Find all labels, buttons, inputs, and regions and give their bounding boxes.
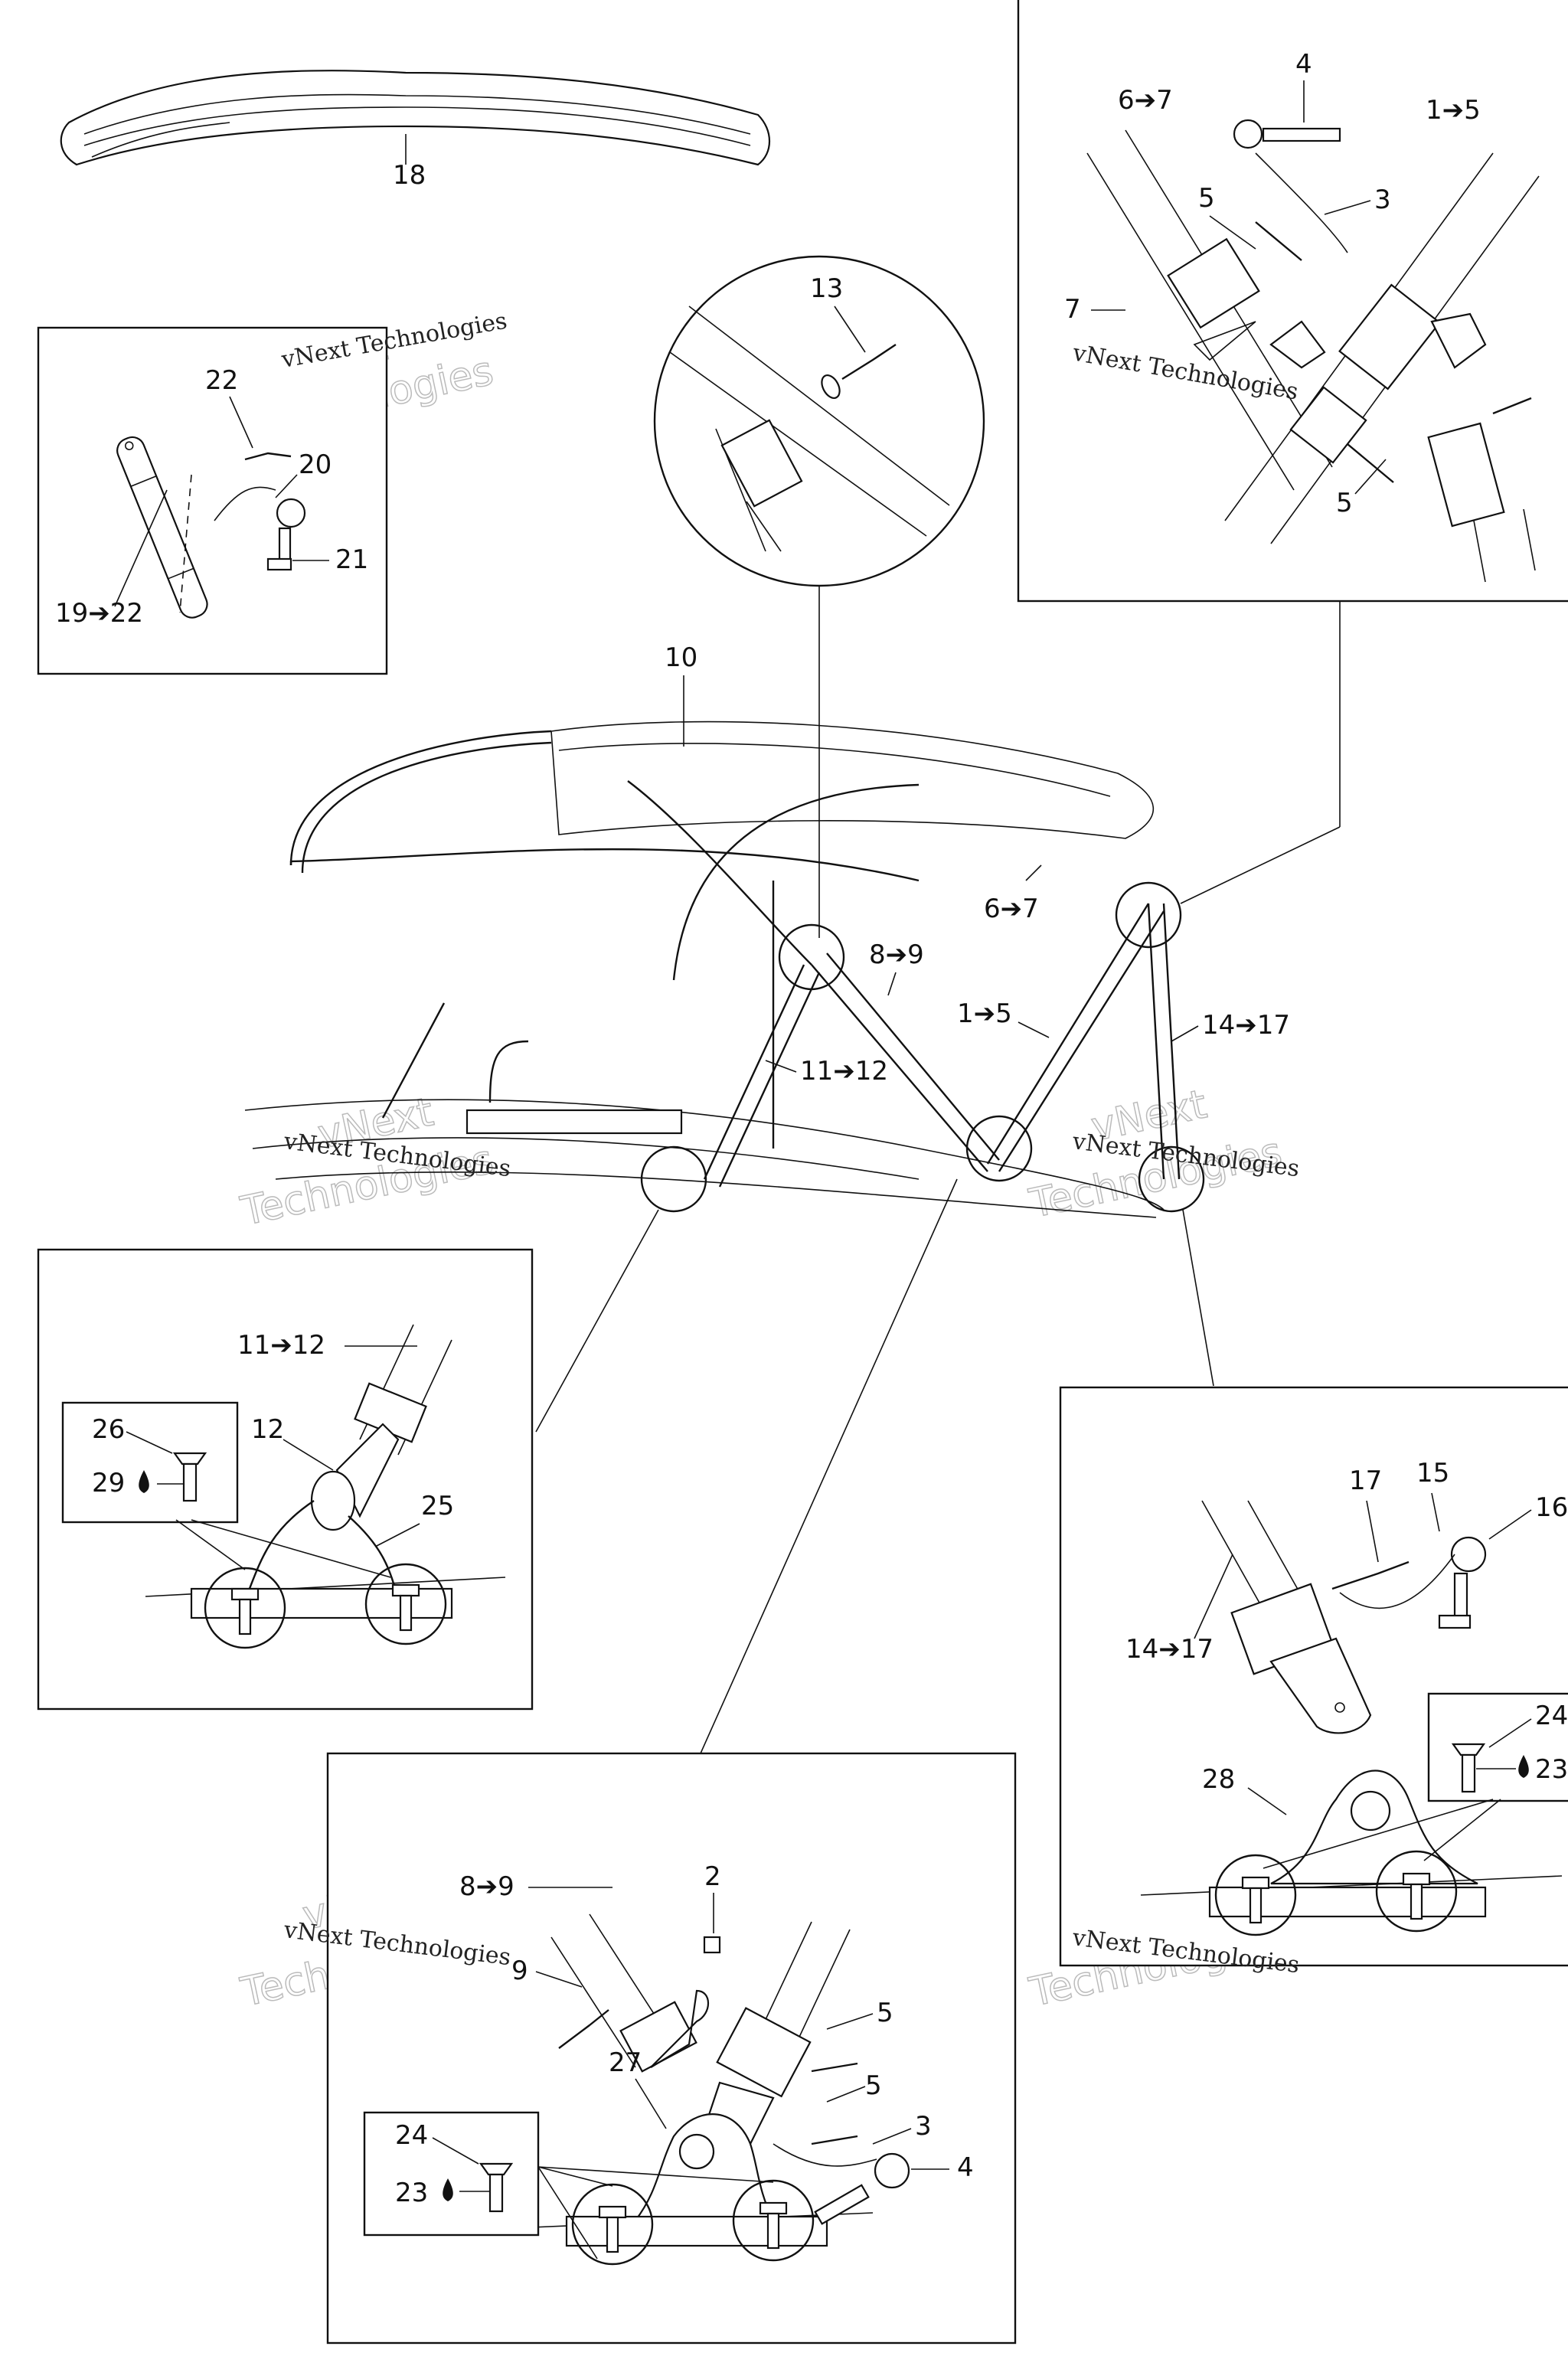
label-16: 16 [1535, 1492, 1568, 1523]
label-22: 22 [205, 365, 238, 396]
detail-box-8-9: 2 8➔9 9 5 27 5 3 24 4 23 [326, 1752, 1017, 2345]
label-14-17-main: 14➔17 [1202, 1010, 1290, 1041]
label-5-top-a: 5 [1198, 183, 1215, 214]
detail-box-11-12: 26 29 11➔12 12 25 [37, 1248, 534, 1711]
label-6-7-top: 6➔7 [1118, 85, 1173, 116]
label-19-22: 19➔22 [55, 598, 143, 629]
label-9: 9 [511, 1956, 528, 1986]
label-1-5-main: 1➔5 [957, 998, 1012, 1029]
bimini-top-assembly: 10 6➔7 8➔9 1➔5 14➔17 11➔12 [244, 601, 1341, 1754]
label-25: 25 [421, 1491, 454, 1521]
label-23-right: 23 [1535, 1754, 1568, 1785]
label-20: 20 [299, 449, 332, 480]
label-8-9-main: 8➔9 [869, 939, 924, 970]
label-12: 12 [251, 1414, 284, 1445]
label-28: 28 [1202, 1764, 1235, 1795]
label-15: 15 [1416, 1458, 1449, 1488]
label-14-17-box: 14➔17 [1125, 1634, 1214, 1665]
label-27: 27 [609, 2047, 642, 2078]
label-7: 7 [1064, 294, 1081, 325]
label-17: 17 [1349, 1466, 1382, 1496]
label-1-5-top: 1➔5 [1426, 95, 1481, 126]
droplet-icon [1518, 1755, 1529, 1778]
label-23-bottom: 23 [395, 2178, 428, 2208]
label-24-bottom: 24 [395, 2120, 428, 2151]
detail-box-19-22: 22 20 21 19➔22 [37, 326, 388, 675]
label-8-9-box: 8➔9 [459, 1871, 514, 1902]
label-4-bottom: 4 [957, 2152, 974, 2183]
label-5-bottom-a: 5 [877, 1998, 893, 2028]
label-21: 21 [335, 544, 368, 575]
detail-box-1-7: 4 6➔7 1➔5 5 3 7 5 [1017, 0, 1568, 603]
droplet-icon [139, 1470, 149, 1493]
label-11-12-box: 11➔12 [237, 1330, 325, 1361]
label-26: 26 [92, 1414, 125, 1445]
detail-box-14-17: 17 15 16 14➔17 24 23 28 [1059, 1386, 1568, 1967]
label-24-right: 24 [1535, 1701, 1568, 1731]
droplet-icon [443, 2178, 453, 2201]
detail-circle-13: 13 [653, 255, 985, 938]
label-6-7-main: 6➔7 [984, 894, 1039, 924]
label-13: 13 [810, 273, 843, 304]
label-29: 29 [92, 1468, 125, 1498]
label-3-bottom: 3 [915, 2111, 932, 2142]
label-11-12-main: 11➔12 [800, 1056, 888, 1087]
label-4-top: 4 [1295, 49, 1312, 80]
boot-cover-part: 18 [60, 70, 771, 191]
label-10: 10 [665, 642, 697, 673]
label-5-top-b: 5 [1336, 488, 1353, 518]
label-18: 18 [393, 160, 426, 191]
label-2: 2 [704, 1861, 721, 1892]
label-3-top: 3 [1374, 185, 1391, 215]
label-5-bottom-b: 5 [865, 2070, 882, 2101]
